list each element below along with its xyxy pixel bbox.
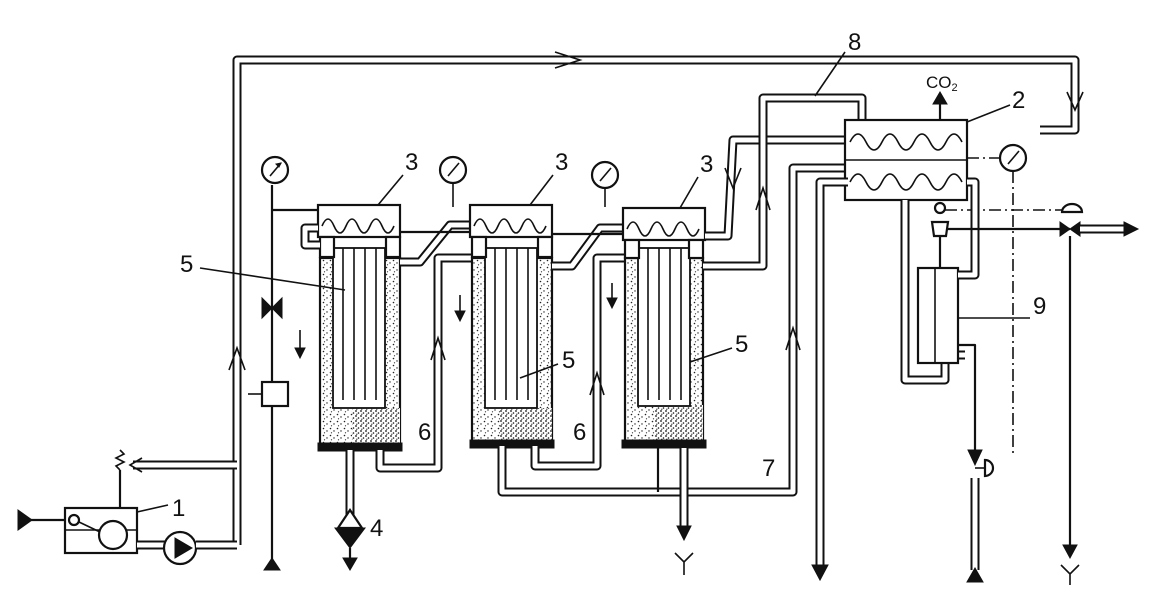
- bottom-supply-base: [966, 566, 984, 583]
- flow-arrow-left-riser: [228, 345, 246, 371]
- filter-4: [334, 527, 366, 549]
- pipe-6-first-inner: [377, 255, 472, 471]
- filter-4-outlet-arrow: [342, 557, 358, 571]
- heat-exchange-link-2-inner: [552, 225, 625, 269]
- label-5-bath-1-leader: [199, 267, 346, 291]
- label-4: 4: [370, 515, 383, 542]
- label-8: 8: [848, 29, 861, 56]
- label-5-bath-1: 5: [180, 251, 193, 278]
- pipe-8-leader: [814, 51, 846, 97]
- unit-9: [916, 266, 960, 365]
- filter-4-top: [335, 508, 365, 530]
- label-6-second: 6: [573, 419, 586, 446]
- drain-y-symbol-right: [1060, 564, 1080, 585]
- unit-9-lower-arrow: [967, 449, 983, 467]
- label-3-bath-3-leader: [679, 176, 699, 209]
- label-3-bath-2-leader: [529, 174, 554, 206]
- label-3-bath-1: 3: [405, 149, 418, 176]
- label-5-bath-2-leader: [519, 363, 559, 379]
- flow-down-arrow-left-head: [294, 347, 306, 360]
- collector-7-inner: [499, 165, 848, 495]
- flow-arrow-right-descent: [1066, 91, 1084, 112]
- unit-9-lower-outlet: [958, 343, 977, 455]
- gauge-left-needle-tip: [274, 162, 282, 168]
- flow-up-arrow-6a: [430, 335, 446, 361]
- flow-down-arrow-bath-3-head: [606, 297, 618, 310]
- coil-return-inner: [705, 137, 848, 239]
- control-valve-cap: [1060, 202, 1084, 214]
- label-1-leader: [136, 504, 169, 513]
- flow-controller-left: [260, 380, 290, 408]
- float-valve-body: [930, 220, 950, 238]
- co2-label: CO2: [926, 73, 958, 94]
- exchanger-2-leader: [966, 104, 1011, 123]
- label-3-bath-1-leader: [377, 174, 404, 206]
- float-valve-ball: [933, 201, 947, 215]
- label-1: 1: [172, 495, 185, 522]
- right-vertical-drain-arrow: [1062, 544, 1078, 560]
- unit-1-inlet-arrow: [17, 509, 33, 531]
- heat-exchange-link-1-inner: [400, 222, 472, 265]
- unit-1-valve-small: [67, 513, 81, 527]
- label-5-bath-3: 5: [735, 331, 748, 358]
- label-7: 7: [762, 455, 775, 482]
- exchanger-2: [843, 118, 969, 202]
- label-2: 2: [1012, 87, 1025, 114]
- right-cross-valve: [1059, 221, 1081, 237]
- pipe-6-second-inner: [532, 255, 625, 469]
- unit-1-vent-squiggle: [114, 449, 126, 471]
- flow-up-arrow-outlet: [755, 185, 771, 211]
- label-9: 9: [1033, 293, 1046, 320]
- gauge-bath-3-needle: [599, 167, 612, 182]
- co2-vent-arrow: [932, 91, 948, 105]
- vapor-return-arrow: [128, 457, 143, 473]
- label-3-bath-2: 3: [555, 149, 568, 176]
- feed-pump-impeller: [174, 537, 193, 559]
- right-gas-outlet-arrow: [1123, 221, 1140, 237]
- label-5-bath-2: 5: [562, 347, 575, 374]
- bottom-control-valve: [983, 458, 995, 478]
- flow-arrow-top: [554, 51, 583, 69]
- outlet-to-exchanger-inner: [703, 185, 766, 269]
- flow-down-arrow-coil: [724, 167, 742, 191]
- label-5-bath-3-leader: [689, 347, 733, 363]
- gauge-exchanger-needle: [1007, 150, 1020, 165]
- label-3-bath-3: 3: [700, 151, 713, 178]
- flow-down-arrow-bath-2-head: [454, 310, 466, 323]
- label-6-first: 6: [418, 419, 431, 446]
- flow-up-arrow-6b: [589, 370, 605, 396]
- exchanger-bottom-outlet: [815, 177, 848, 570]
- top-recirculation-pipe-inner: [234, 57, 1078, 545]
- left-control-line-base: [263, 557, 281, 571]
- exchanger-bottom-outlet-arrow: [811, 564, 829, 582]
- bath-3: [621, 206, 707, 449]
- unit-1-link: [78, 521, 101, 533]
- bath-1: [316, 203, 403, 530]
- coil-link-1-inner: [302, 225, 320, 248]
- bath-2: [468, 203, 555, 449]
- flow-up-arrow-7: [785, 325, 801, 351]
- bath-3-drain-arrow: [676, 525, 692, 542]
- exchanger-bottom-outlet-inner: [817, 179, 848, 570]
- pipe-8-inner: [760, 95, 865, 185]
- gauge-bath-2-needle: [447, 162, 460, 177]
- unit-1-float: [97, 519, 129, 551]
- drain-y-symbol-center: [674, 552, 694, 575]
